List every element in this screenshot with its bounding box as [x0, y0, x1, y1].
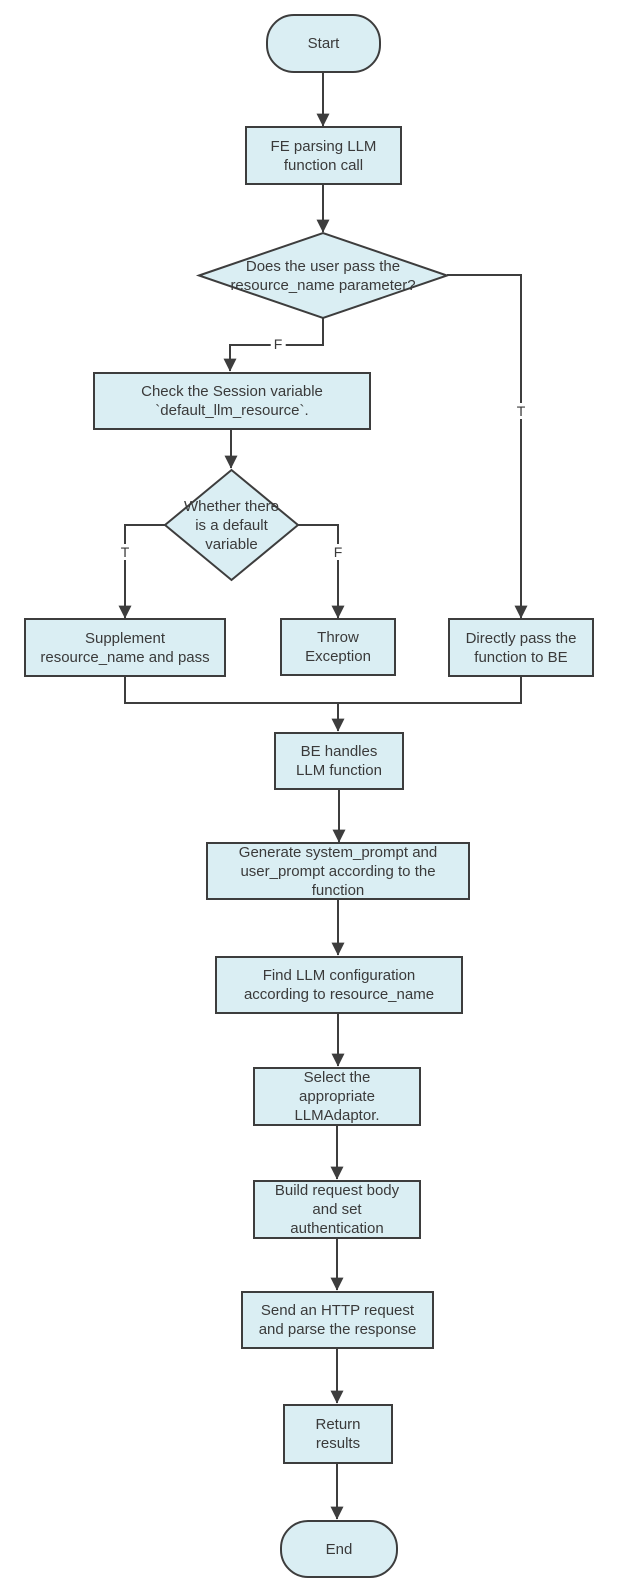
d1-decision-shape: [195, 231, 451, 320]
branch-label-d2-true: T: [117, 544, 133, 560]
d2-decision-shape: [163, 468, 300, 582]
branch-label-d2-false: F: [330, 544, 346, 560]
fe-parsing-shape: [245, 126, 402, 185]
find-config-shape: [215, 956, 463, 1014]
check-session-shape: [93, 372, 371, 430]
end-shape: [280, 1520, 398, 1578]
branch-label-d1-false: F: [270, 336, 286, 352]
return-results-shape: [283, 1404, 393, 1464]
connectors: [118, 72, 528, 1520]
build-request-shape: [253, 1180, 421, 1239]
generate-prompt-shape: [206, 842, 470, 900]
be-handles-shape: [274, 732, 404, 790]
edge-d1-true: [447, 274, 528, 619]
start-shape: [266, 14, 381, 73]
node-shapes: [24, 14, 594, 1578]
send-request-shape: [241, 1291, 434, 1349]
edge-d2-false: [298, 524, 345, 619]
supplement-shape: [24, 618, 226, 677]
edge-d2-true: [118, 524, 165, 619]
directly-pass-shape: [448, 618, 594, 677]
branch-label-d1-true: T: [513, 403, 529, 419]
throw-exception-shape: [280, 618, 396, 676]
select-adaptor-shape: [253, 1067, 421, 1126]
edge-merge-line: [124, 676, 522, 704]
